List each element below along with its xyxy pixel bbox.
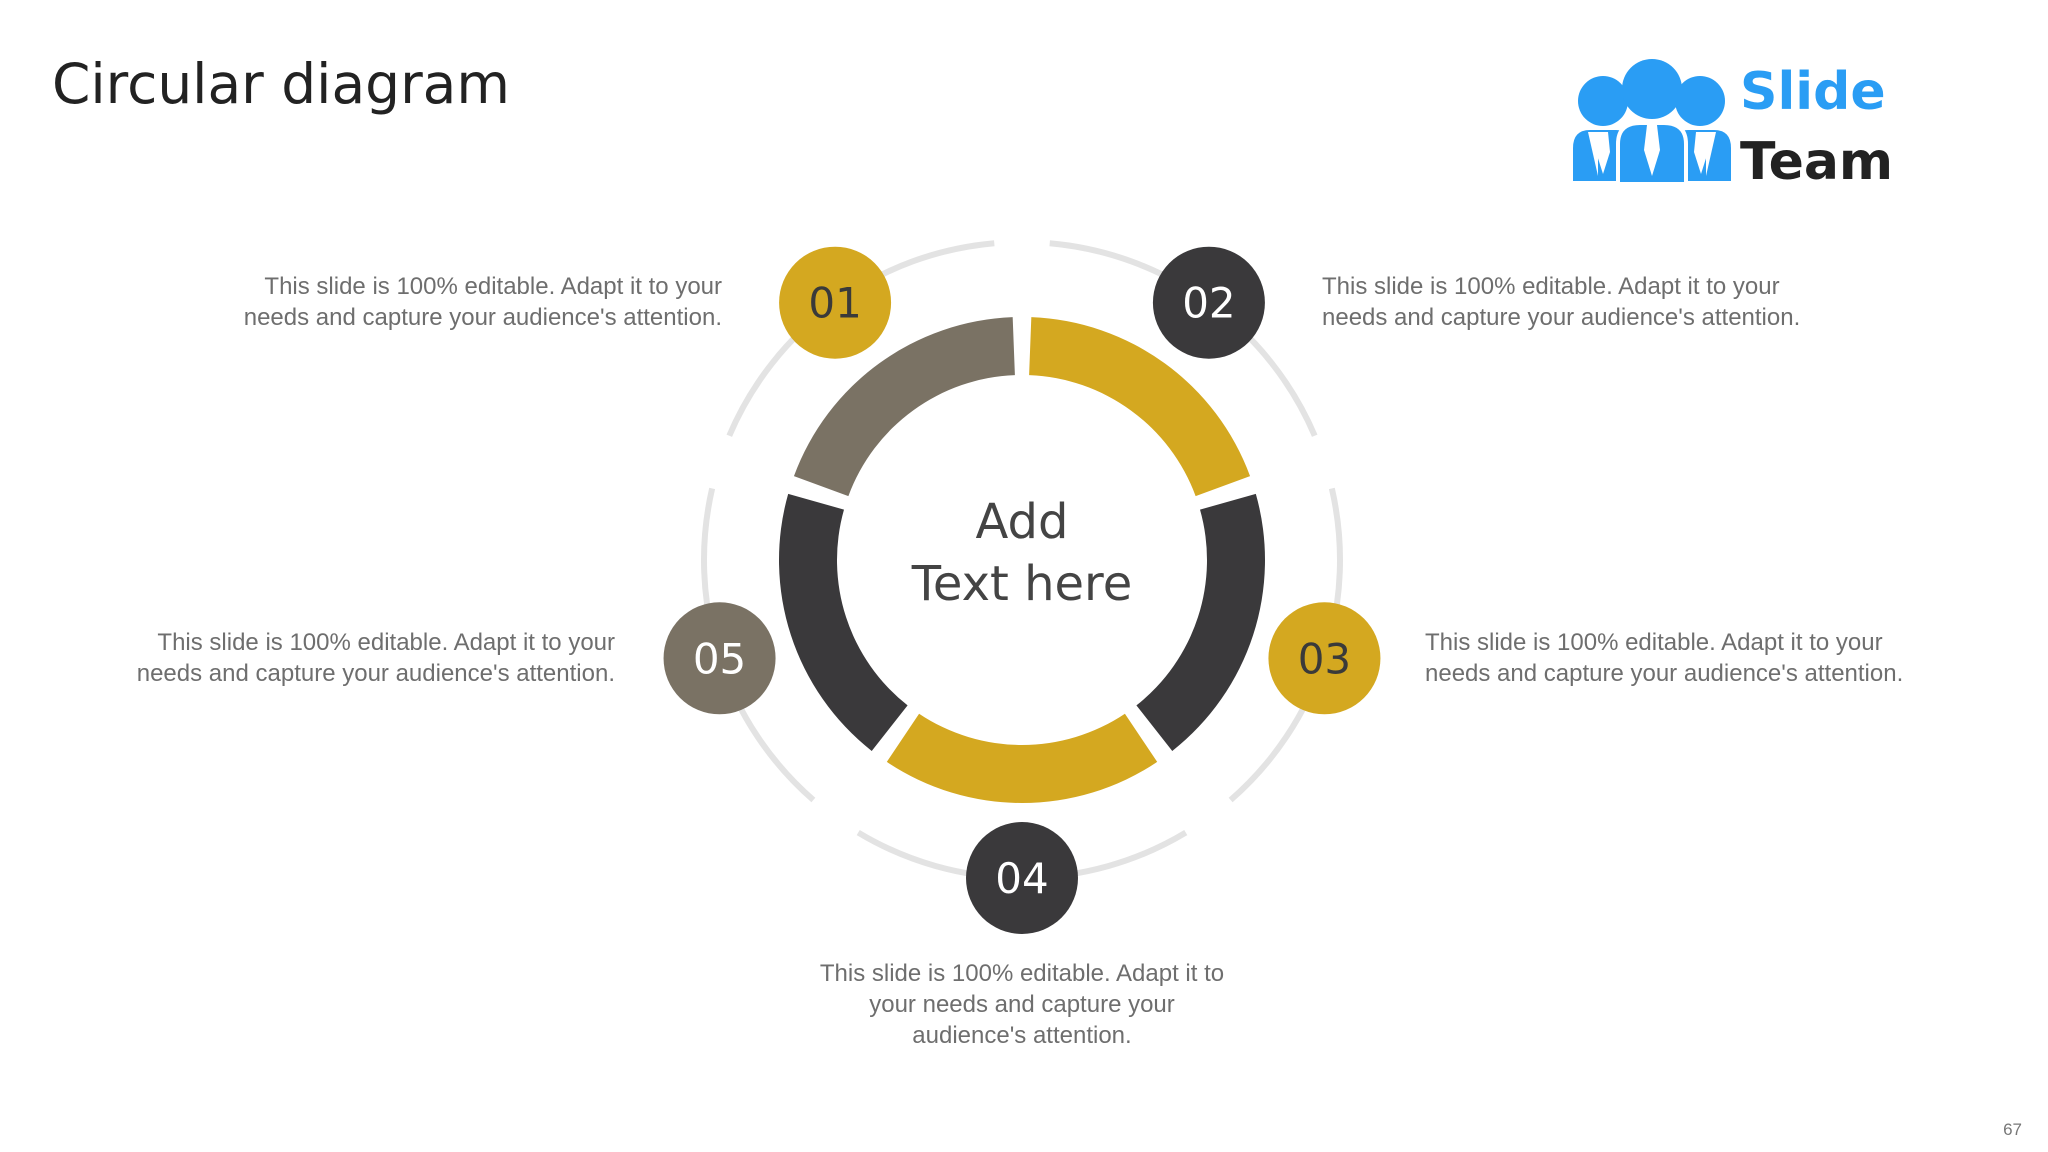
description-03: This slide is 100% editable. Adapt it to… bbox=[1425, 629, 1904, 687]
number-badge-04: 04 bbox=[966, 822, 1078, 934]
number-badge-05: 05 bbox=[663, 602, 776, 715]
badge-circle bbox=[1268, 602, 1381, 715]
description-01: This slide is 100% editable. Adapt it to… bbox=[243, 273, 722, 331]
badge-number: 02 bbox=[1182, 279, 1235, 328]
page-number: 67 bbox=[2003, 1120, 2022, 1139]
number-badge-02: 02 bbox=[1152, 246, 1265, 359]
badge-number: 04 bbox=[995, 854, 1048, 903]
number-badge-01: 01 bbox=[779, 246, 892, 359]
badge-number: 01 bbox=[808, 279, 861, 328]
badge-circle bbox=[663, 602, 776, 715]
description-04: This slide is 100% editable. Adapt it to… bbox=[819, 960, 1225, 1049]
logo-text-slide: Slide bbox=[1740, 62, 1886, 122]
ring-segment-01 bbox=[1029, 317, 1251, 497]
ring-segment-04 bbox=[779, 493, 908, 751]
description-02: This slide is 100% editable. Adapt it to… bbox=[1322, 273, 1801, 331]
number-badge-03: 03 bbox=[1268, 602, 1381, 715]
badge-circle bbox=[779, 246, 892, 359]
slide-title: Circular diagram bbox=[52, 52, 510, 116]
badge-number: 05 bbox=[693, 634, 746, 683]
badge-number: 03 bbox=[1298, 634, 1351, 683]
ring-segments bbox=[779, 317, 1265, 803]
center-text-line-2: Text here bbox=[911, 556, 1133, 612]
ring-segment-03 bbox=[886, 713, 1158, 803]
number-badges: 01 02 03 04 05 bbox=[663, 246, 1381, 934]
badge-circle bbox=[966, 822, 1078, 934]
slideteam-logo: Slide Team bbox=[1568, 56, 1898, 196]
logo-text-team: Team bbox=[1740, 132, 1894, 192]
badge-circle bbox=[1152, 246, 1265, 359]
description-05: This slide is 100% editable. Adapt it to… bbox=[136, 629, 615, 687]
ring-segment-02 bbox=[1136, 493, 1265, 751]
people-group-icon bbox=[1573, 59, 1731, 186]
ring-segment-05 bbox=[793, 317, 1015, 497]
center-text-line-1: Add bbox=[976, 494, 1069, 550]
